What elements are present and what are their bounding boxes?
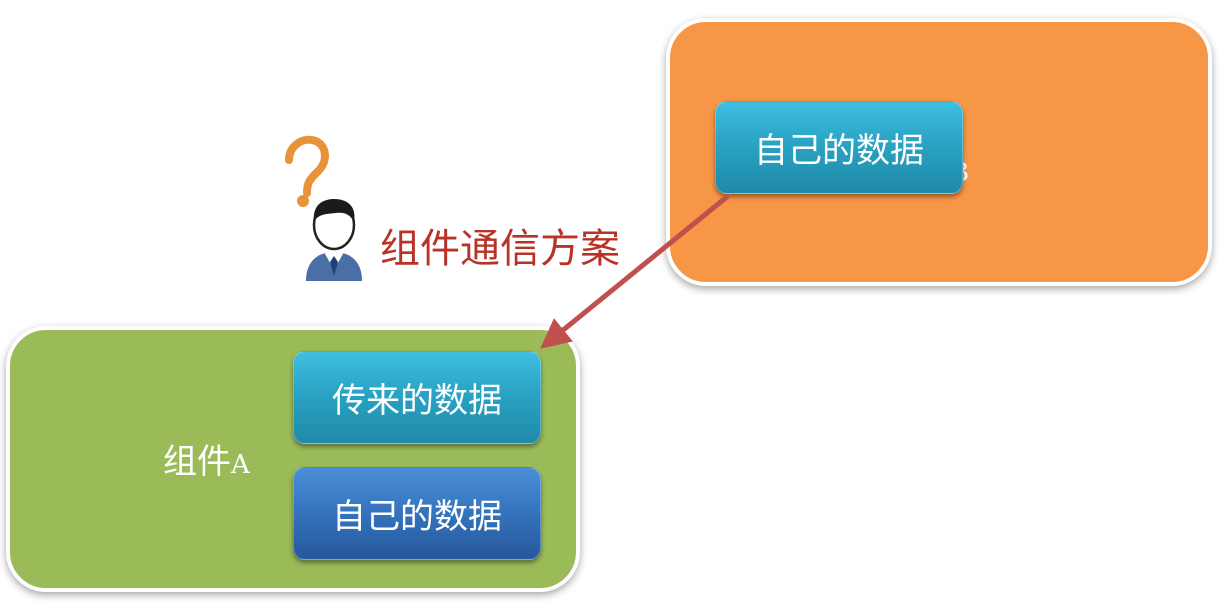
- component-a-received-data-box: 传来的数据: [293, 351, 541, 444]
- person-icon: [306, 199, 362, 281]
- transfer-arrow: [540, 194, 730, 349]
- component-a-label-text: 组件: [163, 442, 231, 482]
- question-mark-icon: [285, 135, 329, 207]
- component-a-received-data-label: 传来的数据: [332, 381, 502, 421]
- component-b-own-data-box: 自己的数据: [715, 101, 963, 194]
- component-b-own-data-label: 自己的数据: [754, 131, 924, 171]
- component-a-label: 组件A: [163, 434, 250, 483]
- component-a-own-data-label: 自己的数据: [332, 497, 502, 537]
- diagram-title: 组件通信方案: [380, 226, 620, 272]
- component-a-label-suffix: A: [231, 450, 250, 480]
- component-a-own-data-box: 自己的数据: [293, 467, 541, 560]
